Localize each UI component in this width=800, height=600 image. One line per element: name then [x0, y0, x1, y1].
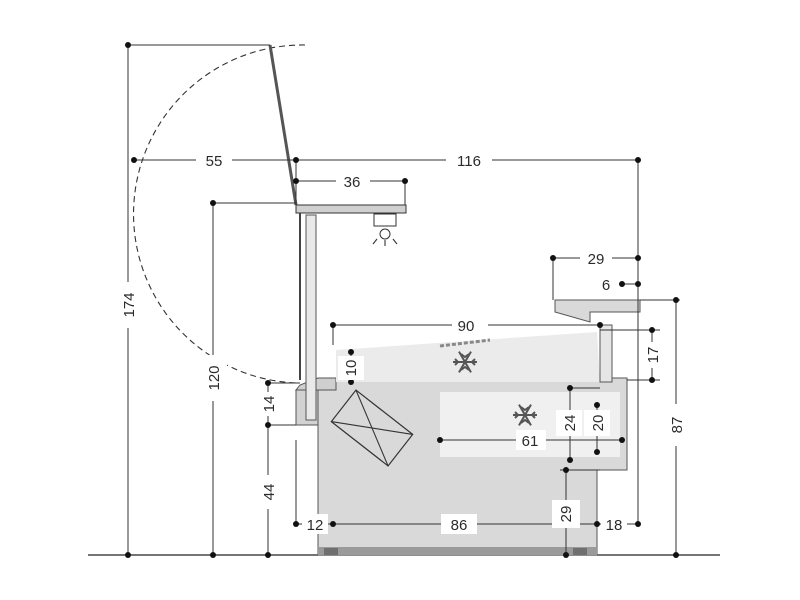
- evaporator-unit: [330, 389, 414, 467]
- lid-swing-arc: [132, 44, 306, 384]
- snowflake-icon: [453, 351, 477, 373]
- dim-label-10: 10: [343, 360, 360, 377]
- dimension-markers: [125, 42, 679, 558]
- support-column: [305, 214, 317, 421]
- rear-shelf: [554, 299, 641, 323]
- dim-label-20: 20: [590, 415, 607, 432]
- dim-label-6: 6: [602, 277, 610, 294]
- lid-glass-open: [268, 44, 298, 206]
- dim-label-29-top: 29: [588, 251, 605, 268]
- dim-label-86: 86: [451, 517, 468, 534]
- dim-label-120: 120: [206, 365, 223, 390]
- dim-label-61: 61: [522, 433, 539, 450]
- lamp-icon: [372, 213, 398, 246]
- air-outlet: [439, 338, 491, 348]
- dim-label-12: 12: [307, 517, 324, 534]
- dim-label-24: 24: [562, 415, 579, 432]
- dim-label-18: 18: [606, 517, 623, 534]
- dim-label-87: 87: [669, 417, 686, 434]
- top-shelf: [295, 204, 407, 214]
- rear-post: [599, 324, 613, 383]
- dim-label-55: 55: [206, 153, 223, 170]
- foot-left: [324, 548, 338, 555]
- snowflake-icon: [513, 404, 537, 426]
- foot-right: [573, 548, 587, 555]
- dim-label-44: 44: [261, 484, 278, 501]
- dim-label-29-bottom: 29: [558, 506, 575, 523]
- dim-label-17: 17: [645, 347, 662, 364]
- base-plinth: [318, 547, 597, 555]
- dim-label-36: 36: [344, 174, 361, 191]
- dim-label-90: 90: [458, 318, 475, 335]
- dim-label-14: 14: [261, 396, 278, 413]
- dim-label-174: 174: [121, 292, 138, 317]
- dim-label-116: 116: [457, 153, 481, 170]
